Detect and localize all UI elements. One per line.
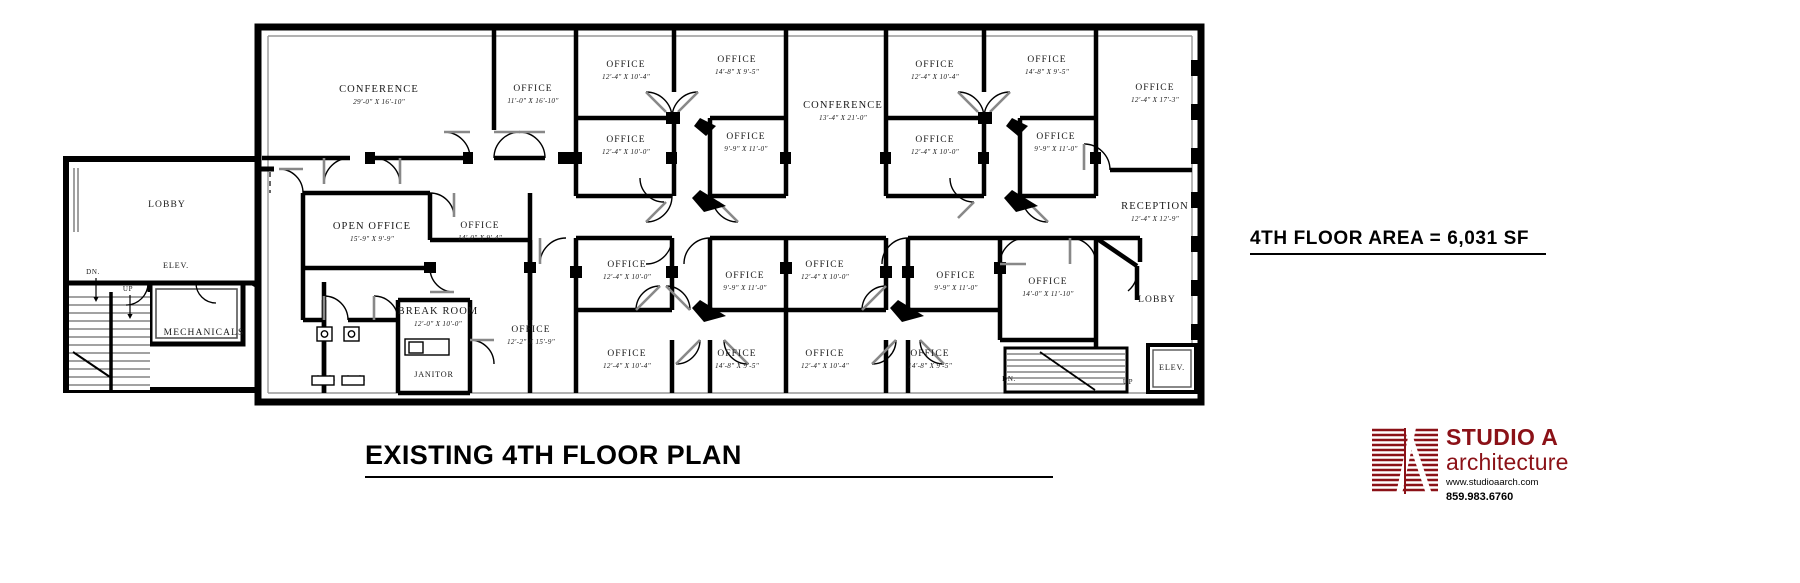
south-partitions [573,235,1143,393]
logo-website: www.studioaarch.com [1446,477,1539,489]
floor-plan-linework [63,23,1205,406]
break-room-counter [404,338,450,356]
elevator-shaft-east [1146,343,1198,394]
plan-title-block: EXISTING 4TH FLOOR PLAN [365,440,1065,478]
stair-west [69,278,150,390]
studio-a-logo-block: STUDIO A architecture www.studioaarch.co… [1372,426,1792,508]
studio-a-logo-text: STUDIO A architecture www.studioaarch.co… [1446,426,1569,505]
column-nibs [365,152,1101,278]
door-leaves-south [538,238,1072,365]
studio-a-logo-icon [1372,428,1438,494]
logo-studio-a: STUDIO A [1446,424,1559,450]
door-jamb-blocks [666,112,1038,322]
elevator-shaft-west [147,280,246,347]
stair-east [1003,346,1129,394]
plan-title-underline [365,476,1053,478]
floor-area-text: 4TH FLOOR AREA = 6,031 SF [1250,228,1530,249]
floor-area-underline [1250,253,1546,255]
restroom-fixtures [311,326,365,386]
door-leaves-west-center [279,167,494,342]
door-swings-south [539,237,1139,365]
door-leaves-north [322,91,1086,223]
logo-architecture: architecture [1446,449,1569,475]
logo-phone: 859.983.6760 [1446,491,1514,504]
west-link-corridor [256,166,274,193]
floor-area-note: 4TH FLOOR AREA = 6,031 SF [1250,228,1550,255]
plan-title-text: EXISTING 4TH FLOOR PLAN [365,440,742,470]
east-window-mullions [1191,36,1202,393]
